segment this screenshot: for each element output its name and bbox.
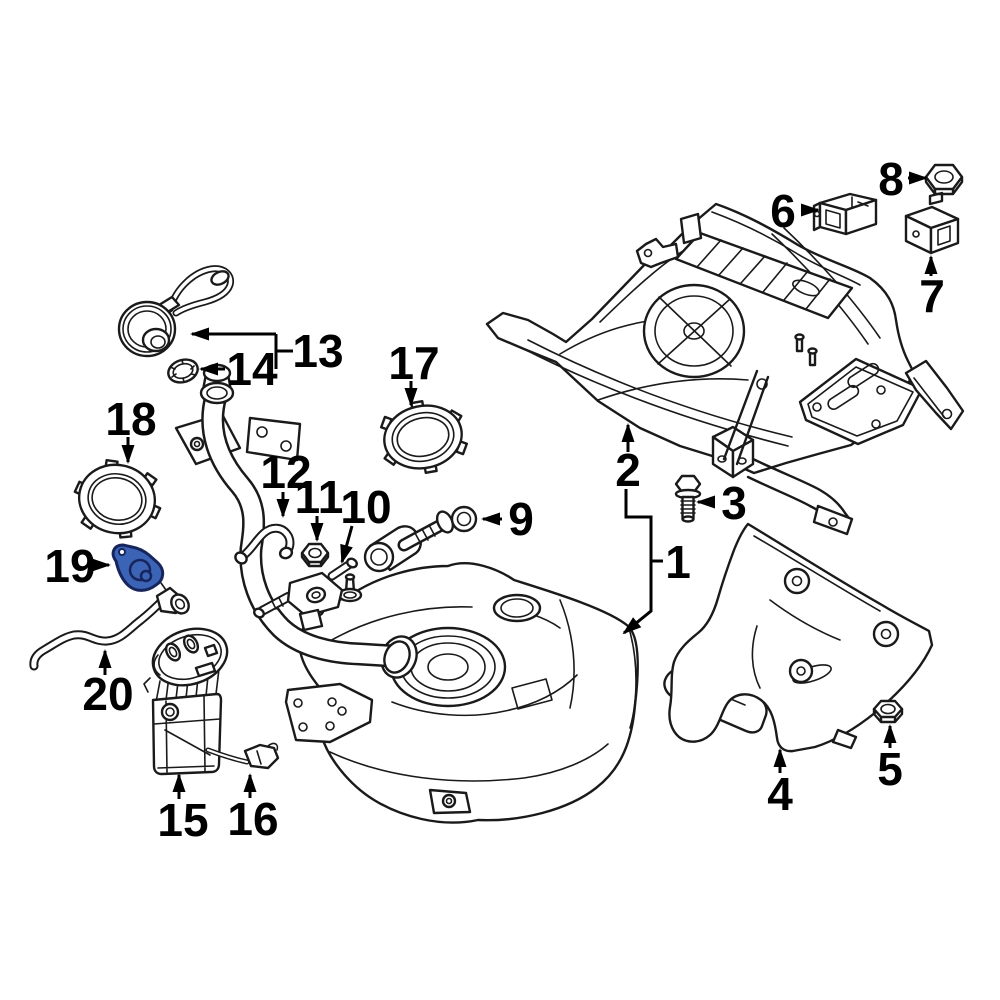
part-15-fuel-pump-module [143,627,229,776]
arrowhead-2 [621,423,635,442]
arrowhead-8 [909,171,928,185]
callout-3: 3 [721,477,747,529]
arrowhead-18 [121,445,135,464]
part-12-vent-hose [234,523,295,565]
arrowhead-7 [924,255,938,274]
part-5-nut [872,699,904,724]
callout-20: 20 [82,668,133,720]
arrowhead-3 [696,495,715,509]
arrowhead-11 [310,523,324,542]
callout-8: 8 [878,153,904,205]
callout-10: 10 [340,481,391,533]
callout-2: 2 [615,444,641,496]
callout-16: 16 [227,793,278,845]
arrowhead-4 [773,748,787,767]
callout-15: 15 [157,794,208,846]
part-7-bracket [904,191,960,255]
callout-9: 9 [508,493,534,545]
callout-14: 14 [226,343,278,395]
part-19-sensor-highlighted [111,543,165,592]
arrowhead-9 [481,512,500,526]
frame-rib-band [674,231,854,320]
part-4-skid-plate [663,522,934,753]
part-18-lock-ring [73,459,162,539]
callout-1: 1 [665,536,691,588]
callout-6: 6 [770,185,796,237]
arrowhead-6 [801,203,820,217]
part-14-cap-gasket [167,358,199,384]
frame-opening [642,283,746,379]
callout-18: 18 [105,393,156,445]
callout-4: 4 [767,768,793,820]
arrowhead-19 [92,558,111,572]
part-9-hose [363,505,478,573]
elbow-fitting [155,582,190,615]
arrowhead-1 [622,617,642,635]
part-6-bracket [812,192,878,236]
callout-5: 5 [877,743,903,795]
arrowhead-5 [883,724,897,743]
arrowhead-10 [340,543,353,564]
callout-12: 12 [260,446,311,498]
part-10-valve [253,557,358,632]
part-8-hex-nut [924,163,964,196]
arrowhead-14 [199,362,218,376]
arrowhead-16 [243,773,257,792]
callout-19: 19 [44,540,95,592]
callout-11: 11 [295,471,344,523]
arrowhead-13 [190,327,209,341]
arrowhead-20 [98,649,112,668]
part-2-tank-support-frame [485,202,965,536]
part-17-lock-ring [379,399,469,475]
leader-line-1 [623,489,653,635]
arrowhead-17 [404,388,418,407]
part-13-fuel-cap [117,265,235,358]
arrowhead-15 [172,773,186,792]
callout-7: 7 [919,270,945,322]
callout-17: 17 [388,337,439,389]
part-20-hose [29,594,169,671]
part-3-bolt [674,474,702,523]
frame-slotted-plate [798,357,924,446]
arrowhead-12 [276,499,290,518]
part-16-level-sender [205,742,280,770]
callout-13: 13 [292,325,343,377]
part-11-hex-nut [300,542,330,568]
